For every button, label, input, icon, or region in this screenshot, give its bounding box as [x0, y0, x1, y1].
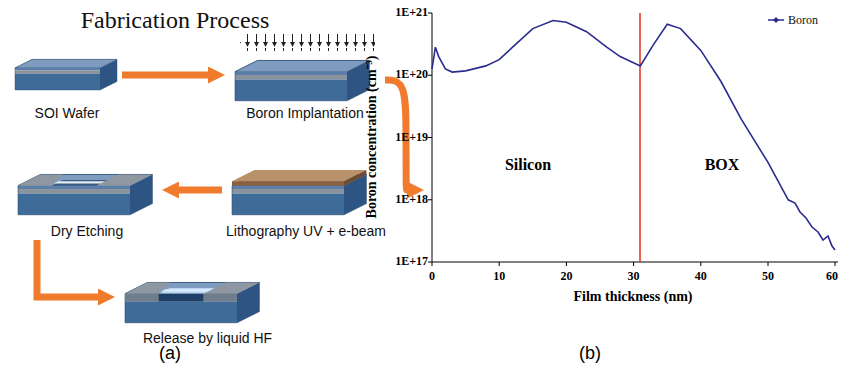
implant-arrows	[240, 34, 375, 51]
resist-wafer	[232, 170, 366, 215]
tick-label: 1E+20	[395, 68, 428, 82]
implanted-wafer	[235, 60, 369, 100]
process-step: Boron Implantation	[225, 50, 385, 122]
tick-label: 30	[628, 270, 640, 284]
etched-wafer	[18, 174, 152, 214]
tick-label: 0	[429, 270, 435, 284]
panel-caption: (b)	[579, 343, 601, 364]
step-label: Boron Implantation	[246, 105, 364, 122]
axis-title: Boron concentration (cm⁻³)	[364, 56, 380, 219]
region-label: BOX	[705, 156, 740, 174]
tick-label: 60	[826, 270, 838, 284]
process-arrow	[37, 240, 98, 297]
region-label: Silicon	[505, 156, 551, 174]
panel-title: Fabrication Process	[81, 7, 270, 34]
tick-label: 1E+17	[395, 255, 428, 269]
tick-label: 1E+19	[395, 131, 428, 145]
legend-entry: Boron	[788, 13, 818, 28]
tick-label: 20	[560, 270, 572, 284]
panel-caption: (a)	[159, 343, 181, 364]
soi-wafer	[15, 59, 117, 90]
tick-label: 10	[493, 270, 505, 284]
chart-axes	[428, 13, 838, 266]
step-label: Dry Etching	[51, 223, 123, 240]
tick-label: 50	[762, 270, 774, 284]
legend-sample	[768, 17, 784, 23]
step-label: Lithography UV + e-beam	[226, 223, 386, 240]
interface-line	[639, 13, 641, 262]
process-step: Release by liquid HF	[115, 272, 300, 347]
boron-profile	[432, 21, 835, 251]
released-wafer	[125, 282, 259, 322]
tick-label: 1E+21	[395, 6, 428, 20]
process-step: Dry Etching	[12, 165, 162, 240]
process-step: SOI Wafer	[12, 50, 122, 122]
axis-title: Film thickness (nm)	[574, 289, 693, 305]
process-arrow	[179, 187, 222, 194]
process-arrow	[122, 72, 208, 79]
tick-label: 40	[695, 270, 707, 284]
tick-label: 1E+18	[395, 193, 428, 207]
step-label: SOI Wafer	[35, 105, 100, 122]
